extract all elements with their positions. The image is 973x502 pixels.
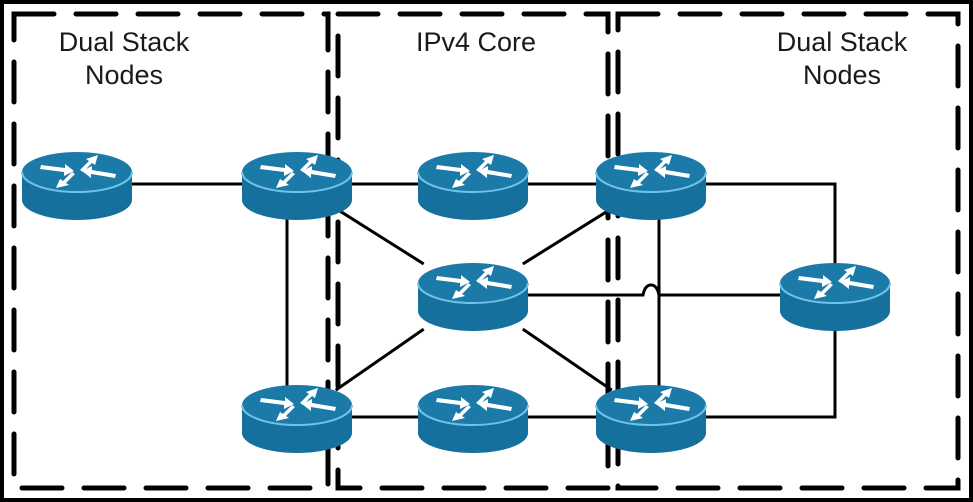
router-icon-R3[interactable] <box>417 152 529 220</box>
zone-label-left: Dual Stack Nodes <box>58 27 190 90</box>
router-arrows-icon <box>40 155 116 188</box>
router-arrows-icon <box>260 388 336 421</box>
zone-middle-border <box>335 11 611 491</box>
router-arrows-icon <box>436 155 512 188</box>
router-icon-R9[interactable] <box>595 385 707 453</box>
link-R9-R5 <box>521 327 613 392</box>
router-arrows-icon <box>436 388 512 421</box>
zone-right-border <box>615 11 961 491</box>
router-icon-R8[interactable] <box>417 385 529 453</box>
router-arrows-icon <box>614 388 690 421</box>
nodes-layer <box>21 152 891 453</box>
zone-left-border <box>11 11 331 491</box>
link-R2-R5 <box>334 207 425 266</box>
link-R9-R6 <box>651 295 837 419</box>
router-icon-R6[interactable] <box>779 263 891 331</box>
diagram-canvas <box>11 11 961 491</box>
network-diagram: Dual Stack Nodes IPv4 Core Dual Stack No… <box>4 4 969 498</box>
router-icon-R5[interactable] <box>417 263 529 331</box>
router-icon-R4[interactable] <box>595 152 707 220</box>
router-icon-R1[interactable] <box>21 152 133 220</box>
router-arrows-icon <box>614 155 690 188</box>
link-R7-R5 <box>334 327 425 392</box>
router-arrows-icon <box>436 266 512 299</box>
router-arrows-icon <box>798 266 874 299</box>
link-R4-R5 <box>522 207 613 266</box>
router-icon-R2[interactable] <box>241 152 353 220</box>
zone-label-middle: IPv4 Core <box>415 27 537 57</box>
router-arrows-icon <box>260 155 336 188</box>
zones-layer <box>11 11 961 491</box>
router-icon-R7[interactable] <box>241 385 353 453</box>
link-R4-R6 <box>651 182 837 295</box>
zone-label-right: Dual Stack Nodes <box>776 27 908 90</box>
